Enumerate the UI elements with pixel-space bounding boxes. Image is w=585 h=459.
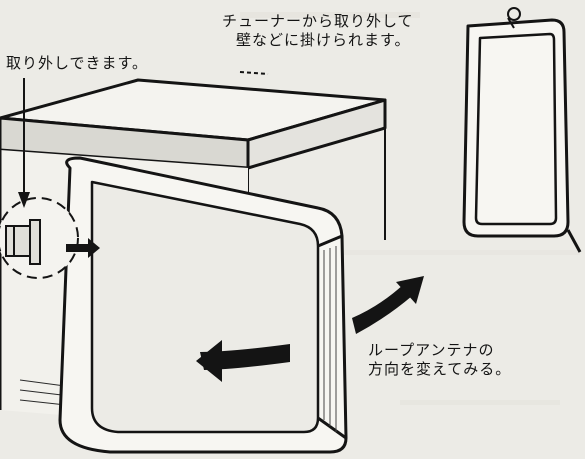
detach-leader-arrow <box>18 78 30 208</box>
loop-antenna <box>58 156 348 454</box>
wall-hang-caption-line1: チューナーから取り外して <box>222 12 414 30</box>
antenna-direction-caption-line1: ループアンテナの <box>368 341 495 359</box>
clip-bracket <box>5 219 41 265</box>
wall-hang-caption-line2: 壁などに掛けられます。 <box>236 31 411 49</box>
antenna-direction-caption: ループアンテナの 方向を変えてみる。 <box>368 341 511 379</box>
wall-mounted-antenna <box>462 7 582 253</box>
push-arrow-icon <box>66 238 100 258</box>
antenna-direction-caption-line2: 方向を変えてみる。 <box>368 360 512 378</box>
rotation-arrow-icon <box>196 276 424 382</box>
detach-caption: 取り外しできます。 <box>6 54 149 72</box>
wall-hang-caption: チューナーから取り外して 壁などに掛けられます。 <box>222 12 414 50</box>
antenna-edge-hatching <box>323 246 337 432</box>
